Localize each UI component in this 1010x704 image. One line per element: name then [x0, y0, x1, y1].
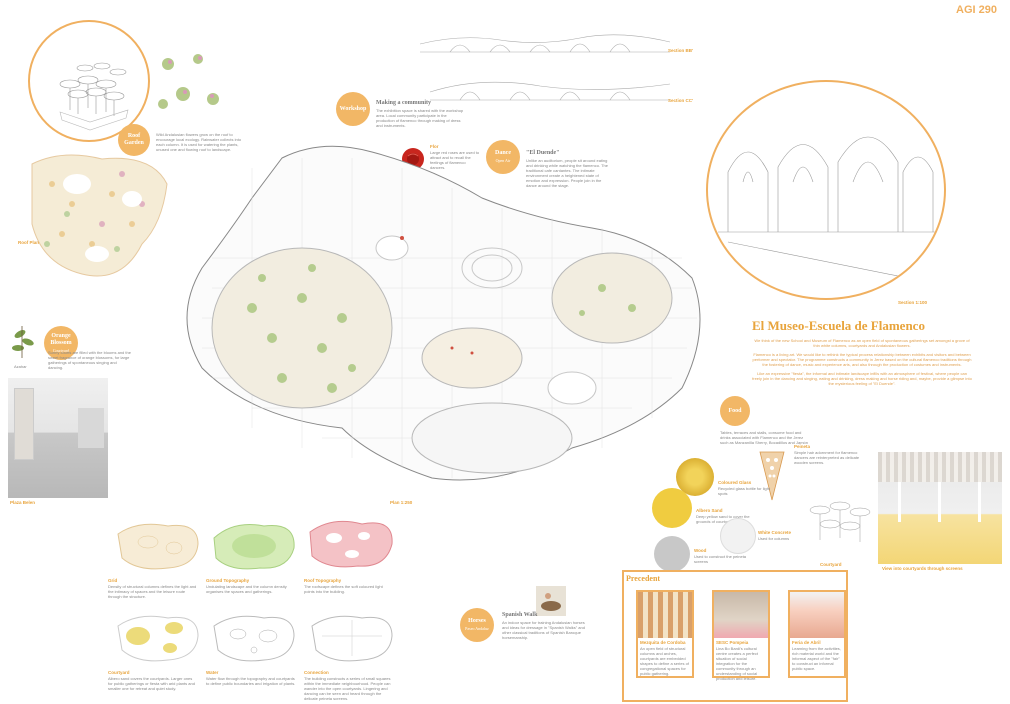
dance-text: Unlike an auditorium, people sit around …	[526, 158, 608, 188]
roof-garden-text: Wild Andalusian flowers grow on the roof…	[156, 132, 242, 152]
section-cc-label: Section CC'	[668, 98, 694, 103]
section-ring	[706, 80, 946, 300]
coloured-glass-title: Coloured Glass	[718, 480, 752, 485]
roof-plan-label: Roof Plan	[18, 240, 39, 245]
ground-topography-diagram	[204, 514, 304, 576]
workshop-badge: Workshop	[336, 92, 370, 126]
arches-drawing	[718, 136, 938, 283]
food-text: Tables, terraces and stalls, consume foo…	[720, 430, 808, 445]
precedent-card-3	[788, 590, 846, 678]
albero-sand-text: Deep yellow sand to cover the grounds of…	[696, 514, 750, 524]
orange-blossom-title: Orange Blossom	[50, 332, 72, 346]
plaza-label: Plaza Belen	[10, 500, 36, 505]
precedent-title: Precedent	[626, 574, 661, 583]
horses-sub: Paseo Andaluz	[465, 626, 489, 631]
dance-title: Dance	[495, 150, 511, 156]
dance-heading: "El Duende"	[526, 150, 560, 156]
dance-badge: Dance Open Air	[486, 140, 520, 174]
roof-topography-diagram	[302, 512, 402, 574]
workshop-title: Workshop	[339, 105, 367, 112]
wood-title: Wood	[694, 548, 707, 553]
roof-plan-drawing	[31, 154, 168, 277]
white-concrete-title: White Concrete	[758, 530, 792, 535]
courtyard-view-caption: View into courtyards through screens	[882, 566, 963, 571]
paragraph-1: We think of the new School and Museum of…	[754, 338, 970, 348]
workshop-text: The exhibition space is shared with the …	[376, 108, 464, 128]
grid-diagram	[108, 514, 208, 576]
diagram-1-title: Grid	[108, 578, 118, 583]
diagram-4-text: Albero sand covers the courtyards. Large…	[108, 676, 195, 691]
orange-blossom-text: Sunny courts are filled with the blooms …	[48, 350, 131, 370]
wood-text: Used to construct the peineta screens	[694, 554, 747, 564]
roof-garden-badge: Roof Garden	[118, 124, 150, 156]
plaza-photo	[8, 378, 108, 498]
precedent-card-1-title: Mezquita de Cordoba	[640, 640, 686, 645]
coloured-glass-swatch	[676, 458, 714, 496]
diagram-5-text: Water flow through the topography and co…	[206, 676, 296, 686]
diagram-5-title: Water	[206, 670, 219, 675]
peineta-title: Peineta	[794, 444, 811, 449]
sections-drawing	[420, 34, 671, 101]
precedent-card-2	[712, 590, 770, 678]
diagram-4-title: Courtyard	[108, 670, 130, 675]
column-model-drawing	[59, 62, 129, 131]
diagram-2-text: Undulating landscape and the column dens…	[206, 584, 287, 594]
diagram-2-title: Ground Topography	[206, 578, 250, 583]
diagram-1-text: Density of structural columns defines th…	[108, 584, 197, 599]
white-concrete-text: Used for columns	[758, 536, 790, 541]
page-title: El Museo-Escuela de Flamenco	[752, 318, 925, 333]
courtyard-view-photo	[878, 452, 1002, 564]
precedent-card-1	[636, 590, 694, 678]
paragraph-3: Like an expressive "fiesta", the informa…	[752, 371, 972, 386]
precedent-card-3-text: Learning from the activities, rich mater…	[792, 646, 841, 671]
precedent-card-1-text: An open field of structural columns and …	[640, 646, 689, 676]
logo: AGI 290	[956, 4, 997, 16]
orange-blossom-sketch	[12, 326, 34, 358]
precedent-card-2-text: Lina Bo Bardi's cultural centre creates …	[716, 646, 759, 681]
plan-label: Plan 1:250	[390, 500, 413, 505]
coloured-glass-text: Recycled glass bottle for light spots	[718, 486, 771, 496]
spanish-walk-text: An indoor space for training Andalusian …	[502, 620, 585, 640]
paragraph-2: Flamenco is a living art. We would like …	[752, 352, 972, 367]
albero-sand-swatch	[652, 488, 692, 528]
horses-title: Horses	[468, 618, 486, 624]
column-model-ring	[28, 20, 150, 142]
section-100-label: Section 1:100	[898, 300, 928, 305]
diagram-3-title: Roof Topography	[304, 578, 342, 583]
spanish-walk-heading: Spanish Walk	[502, 612, 538, 618]
flor-title: Flor	[430, 144, 439, 149]
courtyard-axo-label: Courtyard	[820, 562, 842, 567]
peineta-icon	[759, 451, 785, 501]
flor-text: Large red roses are used to attract and …	[430, 150, 480, 170]
workshop-heading: Making a community	[376, 100, 432, 106]
peineta-text: Simple hair adornment for flamenco dance…	[794, 450, 860, 465]
connection-diagram	[302, 606, 402, 668]
courtyard-axo-drawing	[809, 501, 871, 542]
orange-blossom-badge: Orange Blossom Courtyard	[44, 326, 78, 360]
dance-sub: Open Air	[495, 158, 511, 163]
flowers-illustration	[158, 54, 219, 109]
precedent-card-2-title: SESC Pompeia	[716, 640, 749, 645]
diagram-3-text: The roofscape defines the soft coloured …	[304, 584, 383, 594]
wood-swatch	[654, 536, 690, 572]
courtyard-diagram	[108, 606, 208, 668]
section-bb-label: Section BB'	[668, 48, 694, 53]
water-diagram	[204, 606, 304, 668]
albero-sand-title: Albero Sand	[696, 508, 723, 513]
diagram-6-text: The building constructs a series of smal…	[304, 676, 391, 701]
spanish-walk-photo	[536, 586, 566, 616]
food-badge: Food	[720, 396, 750, 426]
roof-garden-title: Roof Garden	[124, 133, 144, 146]
precedent-card-3-title: Feria de Abril	[792, 640, 821, 645]
site-plan-drawing	[186, 145, 701, 481]
horses-badge: Horses Paseo Andaluz	[460, 608, 494, 642]
orange-blossom-sub: Courtyard	[52, 347, 70, 353]
orange-blossom-caption: Azahar	[14, 364, 27, 369]
white-concrete-swatch	[720, 518, 756, 554]
intro-text: We think of the new School and Museum of…	[752, 338, 972, 386]
food-title: Food	[728, 407, 742, 414]
diagram-6-title: Connection	[304, 670, 329, 675]
